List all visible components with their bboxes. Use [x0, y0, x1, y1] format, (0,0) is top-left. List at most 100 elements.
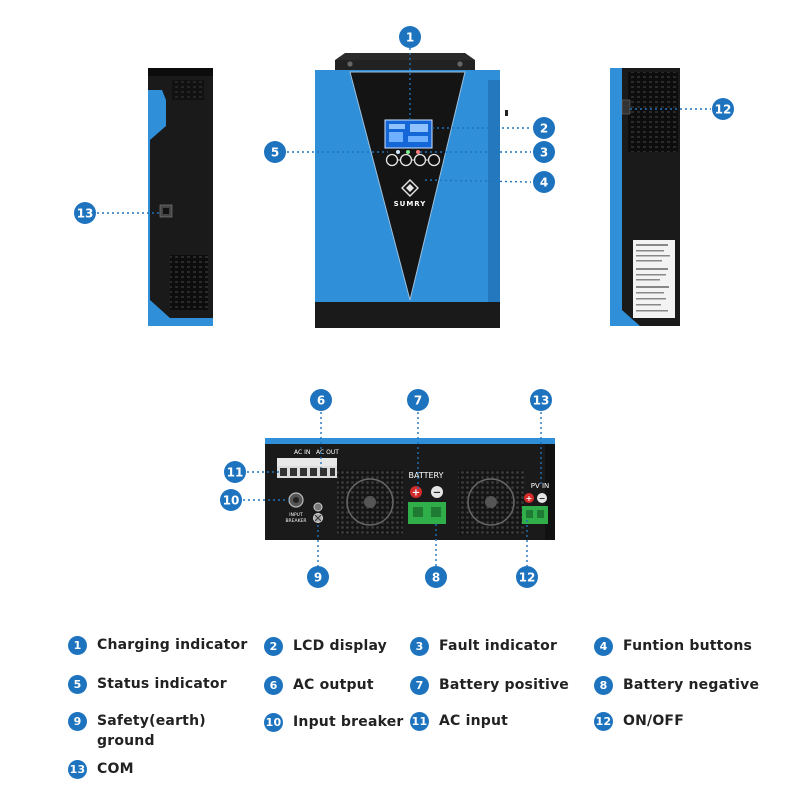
legend-number: 2: [264, 637, 283, 656]
legend-item-input-breaker: 10 Input breaker: [264, 712, 404, 732]
callout-badge-11: 11: [224, 461, 246, 483]
callout-badges: 1 2 3 4 5 6 7 8: [74, 26, 734, 588]
side-view-left: [148, 68, 213, 326]
function-button-3[interactable]: [413, 153, 427, 167]
svg-text:5: 5: [271, 146, 279, 160]
callout-badge-4: 4: [533, 171, 555, 193]
callout-badge-8: 8: [425, 566, 447, 588]
legend-item-charging-indicator: 1 Charging indicator: [68, 635, 247, 655]
svg-text:3: 3: [540, 146, 548, 160]
legend-item-status-indicator: 5 Status indicator: [68, 674, 227, 694]
status-indicator-led: [406, 150, 410, 154]
legend-item-ac-output: 6 AC output: [264, 675, 374, 695]
legend-number: 5: [68, 675, 87, 694]
svg-text:INPUT: INPUT: [289, 512, 303, 518]
ac-out-label: AC OUT: [316, 449, 339, 456]
svg-text:+: +: [526, 494, 533, 503]
callout-badge-13-side: 13: [74, 202, 96, 224]
legend-number: 7: [410, 676, 429, 695]
svg-text:6: 6: [317, 394, 325, 408]
battery-positive-terminal[interactable]: [410, 486, 422, 498]
legend-label: Fault indicator: [439, 638, 558, 654]
function-button-1[interactable]: [385, 153, 399, 167]
function-button-4[interactable]: [427, 153, 441, 167]
callout-badge-1: 1: [399, 26, 421, 48]
legend-label: LCD display: [293, 638, 388, 654]
legend-number: 3: [410, 637, 429, 656]
legend-label: Status indicator: [97, 676, 227, 692]
legend-number: 10: [264, 713, 283, 732]
ac-in-label: AC IN: [294, 449, 310, 456]
svg-text:4: 4: [540, 176, 548, 190]
callout-badge-12-side: 12: [712, 98, 734, 120]
pv-positive-terminal[interactable]: [524, 493, 534, 503]
legend-label: Funtion buttons: [623, 638, 753, 654]
legend-number: 4: [594, 637, 613, 656]
fault-indicator-led: [416, 150, 420, 154]
legend-label: Battery negative: [623, 677, 760, 693]
brand-name: SUMRY: [394, 200, 427, 208]
battery-label: BATTERY: [409, 471, 444, 480]
svg-text:BREAKER: BREAKER: [285, 518, 306, 524]
brand-logo-icon: [401, 179, 419, 197]
legend-label: Battery positive: [439, 677, 569, 693]
svg-text:10: 10: [223, 494, 240, 508]
legend-label: AC input: [439, 713, 509, 729]
side-view-right: [610, 68, 680, 326]
legend-item-function-buttons: 4 Funtion buttons: [594, 636, 752, 656]
legend-number: 8: [594, 676, 613, 695]
svg-text:12: 12: [715, 103, 732, 117]
legend-label: Charging indicator: [97, 637, 248, 653]
front-view: SUMRY: [315, 53, 508, 328]
legend-number: 12: [594, 712, 613, 731]
callout-badge-9: 9: [307, 566, 329, 588]
legend-number: 6: [264, 676, 283, 695]
legend-label: Input breaker: [293, 714, 404, 730]
legend-number: 11: [410, 712, 429, 731]
battery-negative-terminal[interactable]: [431, 486, 443, 498]
svg-text:−: −: [539, 494, 546, 503]
legend-item-battery-positive: 7 Battery positive: [410, 675, 569, 695]
legend-number: 13: [68, 760, 87, 779]
legend-label: Safety(earth) ground: [97, 713, 206, 749]
callout-badge-2: 2: [533, 117, 555, 139]
legend-item-ac-input: 11 AC input: [410, 711, 508, 731]
pv-connector[interactable]: [522, 506, 548, 524]
legend-item-safety-ground: 9 Safety(earth) ground: [68, 711, 206, 751]
legend-number: 1: [68, 636, 87, 655]
callout-badge-13-back: 13: [530, 389, 552, 411]
legend-item-on-off: 12 ON/OFF: [594, 711, 684, 731]
charging-indicator-led: [396, 150, 400, 154]
legend-number: 9: [68, 712, 87, 731]
legend-item-battery-negative: 8 Battery negative: [594, 675, 759, 695]
legend-item-fault-indicator: 3 Fault indicator: [410, 636, 557, 656]
legend-item-com: 13 COM: [68, 759, 134, 779]
svg-text:8: 8: [432, 571, 440, 585]
svg-text:7: 7: [414, 394, 422, 408]
back-panel-view: AC IN AC OUT INPUT BREAKER BATTERY: [265, 438, 555, 540]
svg-text:13: 13: [533, 394, 550, 408]
callout-badge-12-back: 12: [516, 566, 538, 588]
callout-badge-3: 3: [533, 141, 555, 163]
legend-label: ON/OFF: [623, 713, 684, 729]
callout-badge-6: 6: [310, 389, 332, 411]
svg-text:12: 12: [519, 571, 536, 585]
svg-text:13: 13: [77, 207, 94, 221]
svg-text:2: 2: [540, 122, 548, 136]
power-switch[interactable]: [621, 99, 631, 115]
svg-text:−: −: [433, 488, 441, 499]
svg-text:1: 1: [406, 31, 414, 45]
callout-badge-10: 10: [220, 489, 242, 511]
legend-item-lcd-display: 2 LCD display: [264, 636, 387, 656]
svg-text:+: +: [412, 488, 420, 499]
callout-badge-7: 7: [407, 389, 429, 411]
svg-text:11: 11: [227, 466, 244, 480]
callout-lines: [97, 48, 711, 566]
function-button-2[interactable]: [399, 153, 413, 167]
pv-in-label: PV IN: [531, 482, 550, 490]
legend-label: AC output: [293, 677, 374, 693]
pv-negative-terminal[interactable]: [537, 493, 547, 503]
svg-text:9: 9: [314, 571, 322, 585]
callout-badge-5: 5: [264, 141, 286, 163]
